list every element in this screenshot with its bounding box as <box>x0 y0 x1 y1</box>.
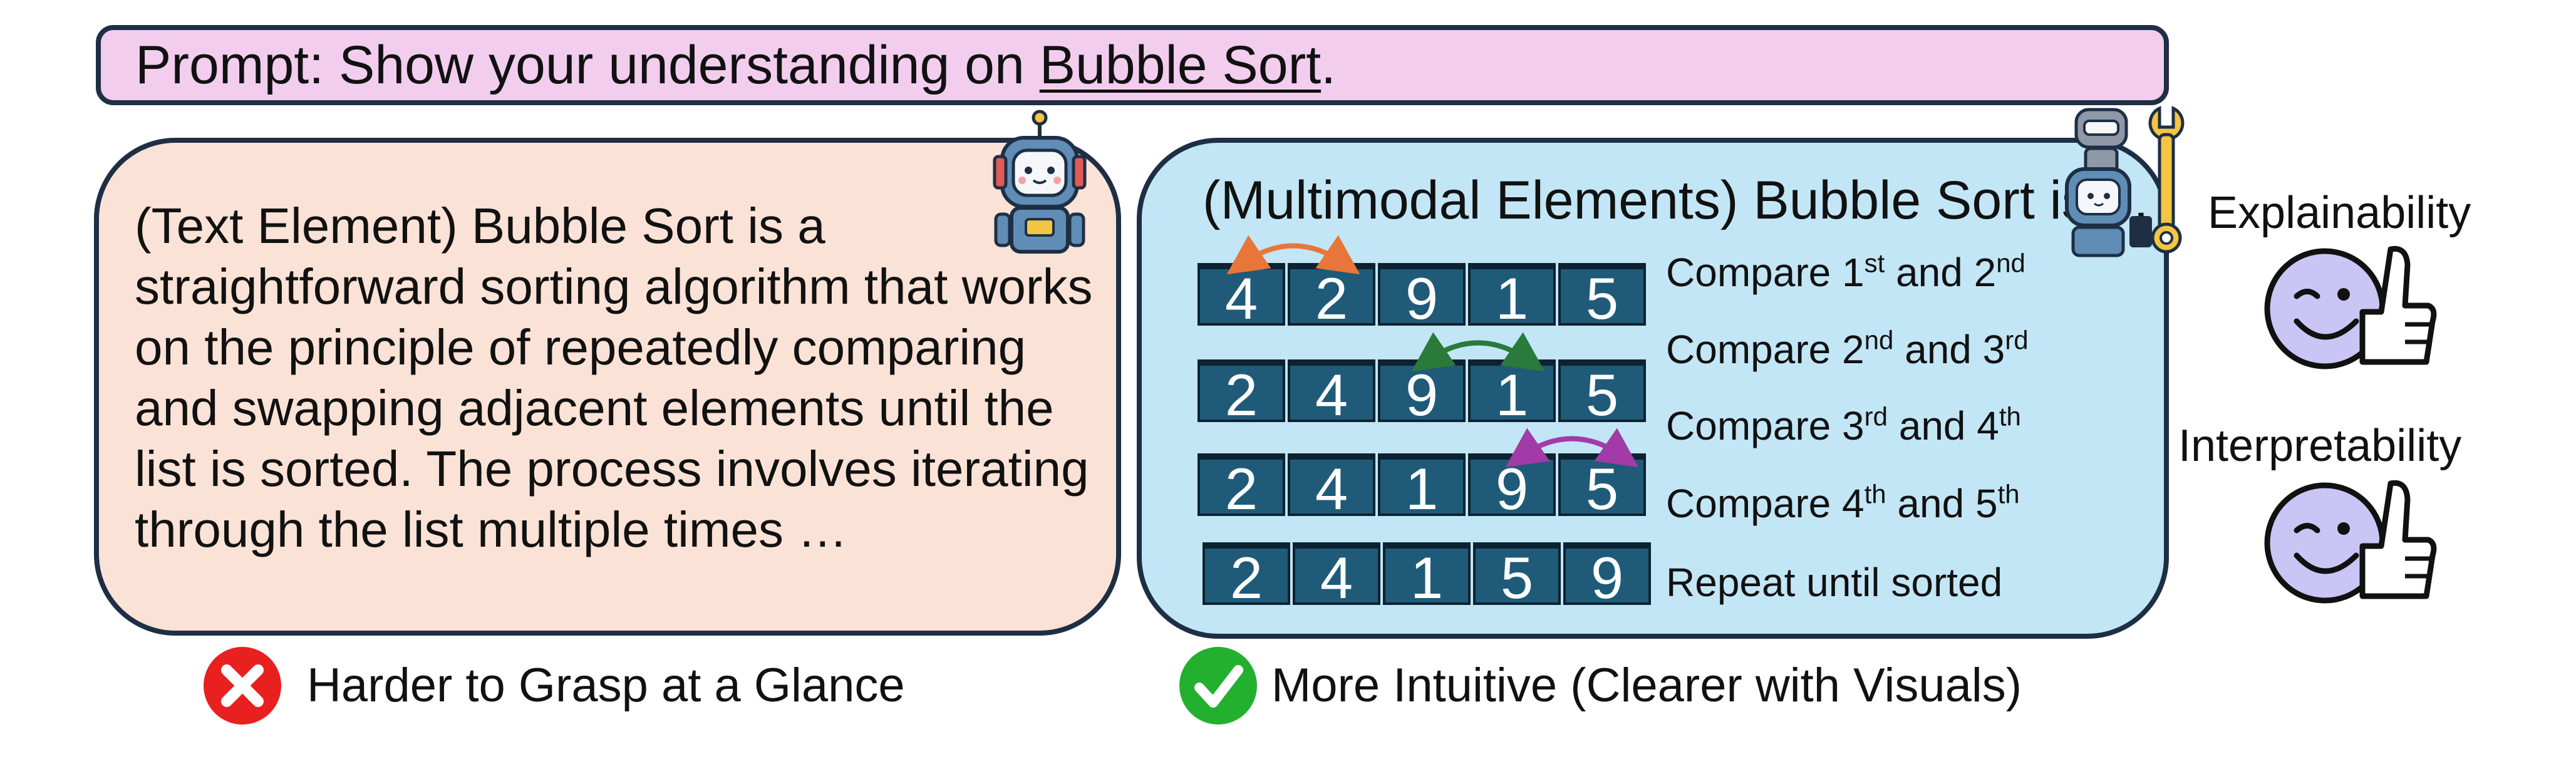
positive-verdict: More Intuitive (Clearer with Visuals) <box>1271 659 2022 712</box>
array-cell: 9 <box>1468 457 1556 519</box>
text-line: (Text Element) Bubble Sort is a <box>135 198 825 254</box>
swap-arrow-2 <box>1411 332 1545 372</box>
step-label-4: Compare 4th and 5th <box>1666 479 2020 526</box>
robot-icon <box>993 110 1087 254</box>
explainability-label: Explainability <box>2208 188 2471 238</box>
step-label-1: Compare 1st and 2nd <box>1666 248 2025 295</box>
text-line: on the principle of repeatedly comparing <box>135 319 1027 375</box>
text-element-panel <box>94 138 1121 636</box>
array-cell: 5 <box>1558 267 1646 328</box>
step-label-2: Compare 2nd and 3rd <box>1666 325 2029 372</box>
array-row-3: 2 4 1 9 5 <box>1197 457 1646 519</box>
smiley-thumbs-up-icon <box>2264 245 2437 369</box>
array-cell: 4 <box>1288 363 1375 425</box>
array-cell: 2 <box>1197 363 1285 425</box>
negative-verdict: Harder to Grasp at a Glance <box>307 659 905 712</box>
robot-wrench-icon <box>2065 106 2185 257</box>
red-cross-icon <box>204 647 281 725</box>
array-cell: 9 <box>1563 546 1651 607</box>
prompt-bar <box>96 25 2169 105</box>
array-cell: 1 <box>1383 546 1471 607</box>
swap-arrow-3 <box>1505 428 1639 468</box>
array-cell: 9 <box>1378 363 1466 425</box>
prompt-topic: Bubble Sort <box>1039 35 1322 95</box>
step-label-3: Compare 3rd and 4th <box>1666 401 2021 448</box>
array-cell: 2 <box>1288 267 1375 328</box>
text-line: straightforward sorting algorithm that w… <box>135 259 1093 314</box>
array-cell: 1 <box>1468 363 1556 425</box>
array-cell: 5 <box>1558 457 1646 519</box>
interpretability-label: Interpretability <box>2178 421 2462 471</box>
array-cell: 1 <box>1378 457 1466 519</box>
array-cell: 9 <box>1378 267 1466 328</box>
multimodal-title: (Multimodal Elements) Bubble Sort is ... <box>1203 170 2149 230</box>
text-line: and swapping adjacent elements until the <box>135 380 1054 436</box>
array-cell: 2 <box>1203 546 1290 607</box>
array-cell: 2 <box>1197 457 1285 519</box>
prompt-text: Prompt: Show your understanding on Bubbl… <box>135 34 1336 96</box>
swap-arrow-1 <box>1226 235 1360 275</box>
text-line: list is sorted. The process involves ite… <box>135 441 1089 497</box>
green-check-icon <box>1179 647 1257 725</box>
array-cell: 1 <box>1468 267 1556 328</box>
array-cell: 4 <box>1293 546 1380 607</box>
step-label-final: Repeat until sorted <box>1666 560 2003 605</box>
array-row-1: 4 2 9 1 5 <box>1197 267 1646 328</box>
array-row-4: 2 4 1 5 9 <box>1203 546 1651 607</box>
text-line: through the list multiple times … <box>135 502 848 557</box>
prompt-suffix: . <box>1321 35 1337 95</box>
array-cell: 5 <box>1473 546 1561 607</box>
smiley-thumbs-up-icon <box>2264 480 2437 604</box>
array-cell: 5 <box>1558 363 1646 425</box>
array-row-2: 2 4 9 1 5 <box>1197 363 1646 425</box>
prompt-prefix: Prompt: Show your understanding on <box>135 35 1040 95</box>
array-cell: 4 <box>1197 267 1285 328</box>
text-element-body: (Text Element) Bubble Sort is a straight… <box>135 195 1112 560</box>
array-cell: 4 <box>1288 457 1375 519</box>
